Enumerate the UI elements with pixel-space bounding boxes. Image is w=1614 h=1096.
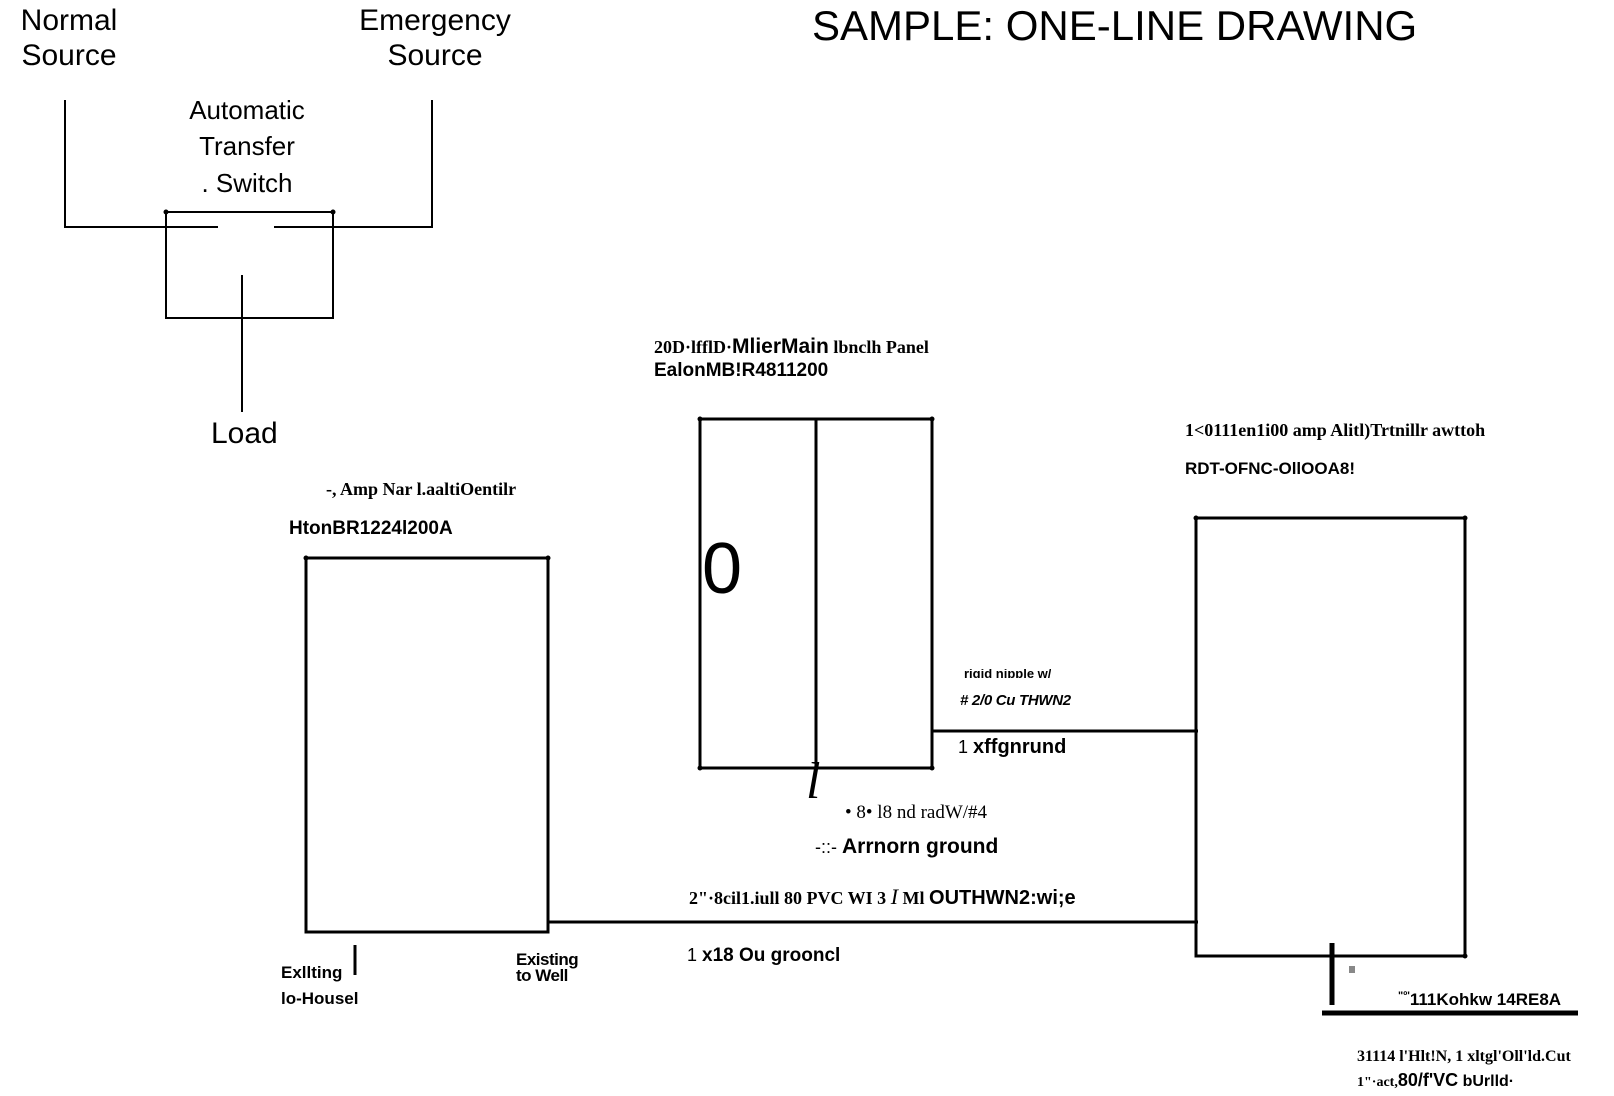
existing-well-label: Existing to Well	[516, 950, 579, 986]
bottom-note-line2-part3: bUrlld·	[1458, 1073, 1515, 1090]
ats-label-line3: . Switch	[201, 167, 293, 198]
ats-box	[165, 211, 334, 319]
normal-source-label: Normal Source	[0, 4, 138, 73]
bottom-note-line2-part2: 80/f'VC	[1397, 1070, 1459, 1090]
arrnorn-ground-label: -::- Arrnorn ground	[815, 835, 998, 859]
main-breaker-symbol: 0	[702, 529, 743, 609]
left-panel-model: HtonBR1224l200A	[289, 518, 453, 539]
load-label: Load	[211, 417, 278, 450]
ground-rod-label: • 8• l8 nd radW/#4	[845, 802, 988, 823]
right-panel-model: RDT-OFNC-OllOOA8!	[1185, 459, 1355, 478]
right-panel-label-part1: 1<0111en1i00 amp	[1185, 420, 1331, 440]
ats-label: Automatic Transfer . Switch	[166, 92, 328, 201]
ground-top-num: 1	[958, 737, 974, 757]
right-model-label: "º'111Kohkw 14RE8A	[1398, 990, 1561, 1010]
existing-well-line2: to Well	[516, 966, 568, 986]
conduit-bottom-part2: I	[890, 884, 899, 909]
arrnorn-prefix: -::-	[815, 837, 842, 857]
bottom-note-line2-part1: 1"·act,	[1357, 1075, 1398, 1090]
conduit-bottom-part3: Ml	[898, 888, 930, 908]
main-panel-model: EalonMB!R4811200	[654, 360, 829, 381]
conduit-top-label: rigid nipple w/	[964, 669, 1052, 678]
right-panel-label: 1<0111en1i00 amp Alitl)Trtnillr awttoh	[1185, 420, 1485, 441]
emergency-source-label: Emergency Source	[340, 4, 530, 73]
right-model-text: 111Kohkw 14RE8A	[1409, 990, 1562, 1009]
ground-conductor-symbol: l	[806, 753, 821, 810]
left-panel-box	[304, 556, 550, 934]
existing-well-line1: Existing	[516, 950, 579, 969]
corner-dots	[163, 209, 1468, 959]
right-panel-label-part2: Alitl)Trtnillr awttoh	[1330, 420, 1486, 440]
conduit-bottom-label: 2"·8cil1.iull 80 PVC WI 3 I Ml OUTHWN2:w…	[689, 884, 1076, 910]
bottom-note-line2: 1"·act,80/f'VC bUrlld·	[1357, 1070, 1514, 1091]
ground-top-label: 1 xffgnrund	[958, 736, 1066, 759]
emergency-source-line2: Source	[387, 38, 483, 72]
existing-house-label: Exllting lo-Housel	[281, 960, 358, 1011]
bottom-note-line1: 31114 l'Hlt!N, 1 xltgl'Oll'ld.Cut	[1357, 1048, 1571, 1065]
ground-bottom-num: 1	[687, 945, 703, 965]
ats-label-line1: Automatic	[189, 95, 305, 125]
normal-source-line1: Normal	[20, 4, 118, 37]
ground-bottom-label: 1 x18 Ou grooncl	[687, 945, 840, 967]
page-title: SAMPLE: ONE-LINE DRAWING	[812, 2, 1418, 49]
main-panel-label-part3: lbnclh Panel	[828, 337, 929, 357]
normal-source-line2: Source	[21, 38, 117, 72]
conduit-bottom-part4: OUTHWN2:wi;e	[929, 887, 1076, 909]
emergency-source-line1: Emergency	[359, 4, 511, 37]
right-panel-box	[1194, 516, 1467, 958]
existing-house-line2: lo-Housel	[281, 988, 359, 1008]
marker-square	[1349, 966, 1355, 973]
main-panel-label-part1: 20D·lfflD·	[654, 337, 732, 357]
conduit-bottom-part1: 2"·8cil1.iull 80 PVC WI 3	[689, 888, 891, 908]
arrnorn-text: Arrnorn ground	[842, 835, 999, 858]
ats-label-line2: Transfer	[199, 131, 295, 162]
existing-house-line1: Exllting	[281, 963, 343, 982]
main-panel-label: 20D·lfflD·MlierMain lbnclh Panel	[654, 335, 929, 359]
wire-top-label: # 2/0 Cu THWN2	[960, 692, 1071, 709]
ground-top-text: xffgnrund	[973, 736, 1067, 758]
right-model-prefix: "º'	[1398, 990, 1410, 1002]
ground-bottom-text: x18 Ou grooncl	[702, 945, 841, 966]
left-panel-label: -, Amp Nar l.aaltiOentilr	[326, 479, 517, 499]
main-panel-label-part2: MlierMain	[732, 335, 829, 358]
